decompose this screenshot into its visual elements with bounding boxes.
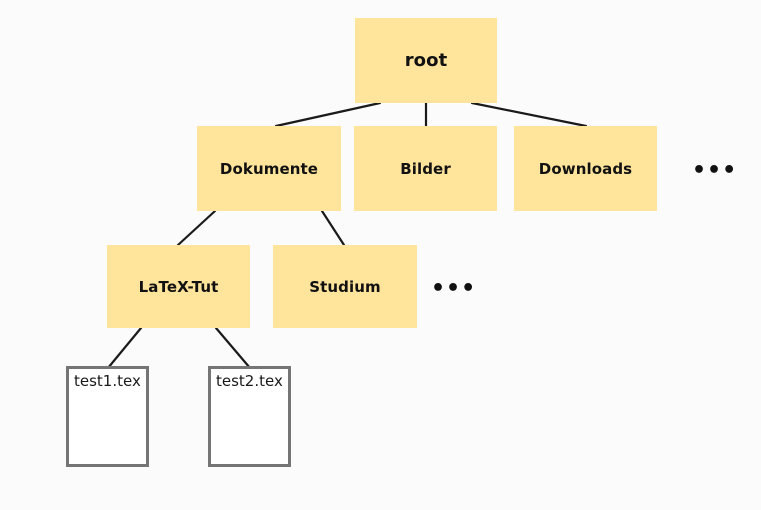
node-studium[interactable]: Studium <box>273 245 417 328</box>
node-latex-tut-label: LaTeX-Tut <box>138 277 219 296</box>
node-bilder-label: Bilder <box>400 159 451 178</box>
node-test2-tex-label: test2.tex <box>216 372 283 390</box>
edge-root-downloads <box>470 101 588 128</box>
node-dokumente-label: Dokumente <box>219 159 319 178</box>
ellipsis-root-children: ••• <box>692 158 738 183</box>
node-root[interactable]: root <box>355 18 497 103</box>
node-latex-tut[interactable]: LaTeX-Tut <box>107 245 250 328</box>
edge-latextut-test1 <box>106 326 143 370</box>
node-test1-tex-label: test1.tex <box>74 372 141 390</box>
node-bilder[interactable]: Bilder <box>354 126 497 211</box>
edge-latextut-test2 <box>214 326 252 370</box>
node-downloads-label: Downloads <box>538 159 633 178</box>
node-test2-tex[interactable]: test2.tex <box>208 366 291 467</box>
edge-dokumente-latextut <box>176 209 217 247</box>
edge-dokumente-studium <box>320 209 346 247</box>
edge-root-dokumente <box>274 101 382 128</box>
node-studium-label: Studium <box>309 277 381 296</box>
node-downloads[interactable]: Downloads <box>514 126 657 211</box>
node-test1-tex[interactable]: test1.tex <box>66 366 149 467</box>
node-dokumente[interactable]: Dokumente <box>197 126 341 211</box>
ellipsis-dokumente-children: ••• <box>431 276 477 301</box>
node-root-label: root <box>404 50 448 71</box>
